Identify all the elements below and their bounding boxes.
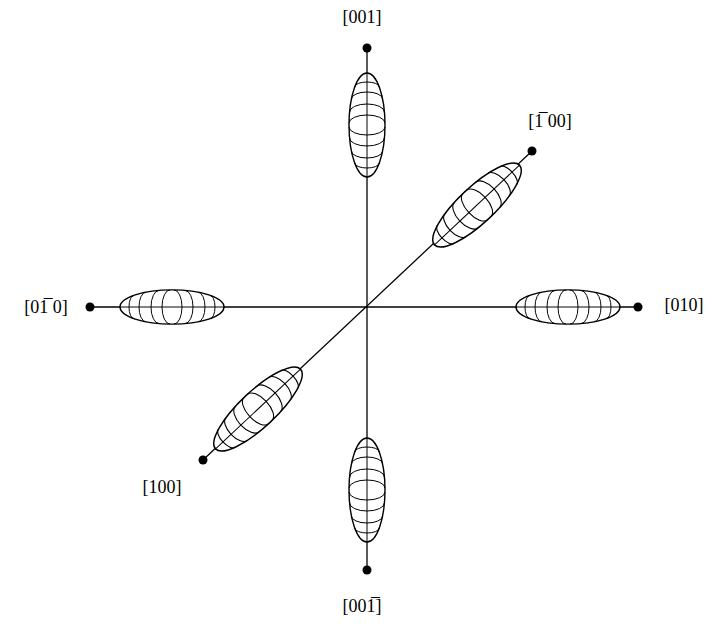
- direction-label: [01̅ 0]: [24, 297, 68, 319]
- ellipsoid: [203, 356, 313, 462]
- direction-label: [1̅ 00]: [528, 111, 572, 133]
- ellipsoid: [422, 152, 532, 258]
- direction-label: [001]: [343, 7, 382, 29]
- ellipsoid: [516, 290, 620, 324]
- direction-label: [010]: [665, 295, 704, 317]
- axes: [90, 48, 638, 570]
- direction-label: [100]: [143, 477, 182, 499]
- ellipsoid: [349, 73, 385, 177]
- direction-label: [001̅]: [343, 596, 382, 618]
- ellipsoid: [120, 290, 224, 324]
- ellipsoid: [349, 438, 385, 542]
- axis-end-dots: [86, 44, 643, 575]
